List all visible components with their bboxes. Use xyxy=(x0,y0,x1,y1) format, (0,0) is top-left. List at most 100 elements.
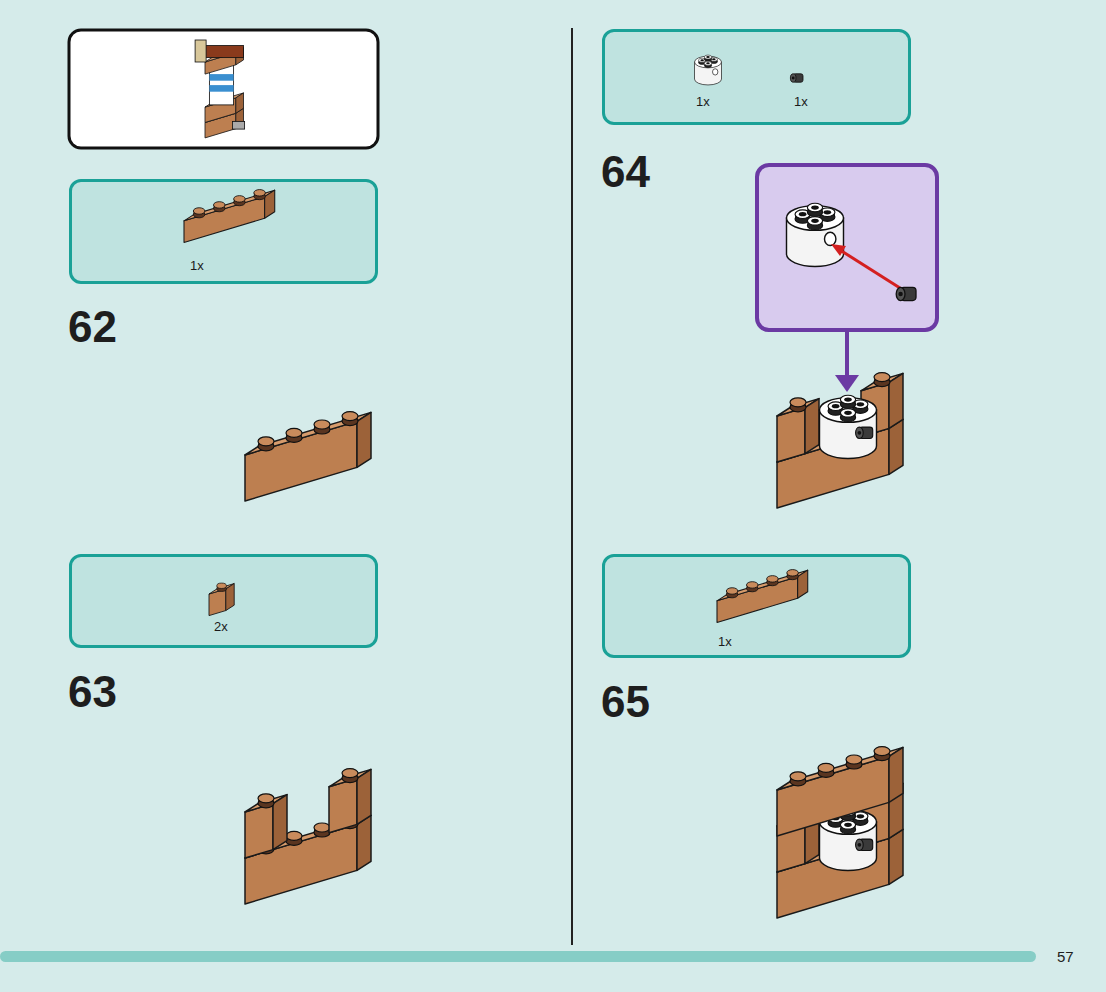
stud-top xyxy=(286,428,302,437)
brick-side xyxy=(265,190,275,218)
round-brick-top xyxy=(787,206,844,231)
stud-hole xyxy=(799,212,807,216)
stud-top xyxy=(840,821,855,830)
stud-top xyxy=(790,398,806,407)
pin-hole xyxy=(898,292,902,296)
stud-top xyxy=(314,823,330,832)
stud-top xyxy=(747,582,759,588)
pin-hole xyxy=(858,431,862,435)
stud-top xyxy=(840,409,855,418)
brick-front xyxy=(245,804,273,858)
callout-arrow xyxy=(845,331,849,382)
preview-beam xyxy=(205,46,244,58)
stud-hole xyxy=(706,62,710,64)
stud-top xyxy=(874,747,890,756)
sub-assembly-callout xyxy=(757,165,937,330)
parts-box: 1x xyxy=(69,179,378,284)
stud-hole xyxy=(844,411,852,415)
brick-side xyxy=(357,412,371,467)
preview-post xyxy=(195,40,206,62)
pin-end xyxy=(896,287,905,300)
lego-piece xyxy=(717,570,808,623)
parts-box-fill xyxy=(604,556,910,657)
brick-side xyxy=(273,795,287,850)
lego-piece xyxy=(209,583,234,616)
brick-front xyxy=(245,421,357,501)
lego-piece xyxy=(896,287,916,300)
brick-side xyxy=(889,373,903,428)
brick-top xyxy=(717,570,808,601)
stud-hole xyxy=(832,404,840,408)
stud-hole xyxy=(706,56,710,58)
parts-box-fill xyxy=(71,181,377,283)
quantity-label: 1x xyxy=(696,94,710,109)
callout-arrowhead xyxy=(835,375,859,392)
stud-hole xyxy=(844,397,852,401)
lego-piece xyxy=(787,203,844,266)
stud-top xyxy=(787,570,799,576)
stud-top xyxy=(790,772,806,781)
pin-hole xyxy=(713,69,718,75)
lego-piece xyxy=(195,40,245,138)
insert-arrow xyxy=(840,250,900,288)
quantity-label: 1x xyxy=(718,634,732,649)
brick-front xyxy=(717,577,798,623)
stud-hole xyxy=(811,205,819,209)
stud-hole xyxy=(857,814,865,818)
stud-top xyxy=(807,217,822,226)
stud-hole xyxy=(700,59,704,61)
stud-hole xyxy=(811,219,819,223)
stud-top xyxy=(234,196,246,202)
step-number: 63 xyxy=(68,670,117,714)
brick-front xyxy=(777,756,889,836)
stud-top xyxy=(726,588,738,594)
step-number: 65 xyxy=(601,680,650,724)
stud-top xyxy=(254,190,266,196)
stud-top xyxy=(258,794,274,803)
parts-box-fill xyxy=(71,556,377,647)
model-preview-box xyxy=(69,30,378,148)
stud-hole xyxy=(857,402,865,406)
brick-front xyxy=(184,197,265,243)
lego-piece xyxy=(695,55,722,85)
stud-top xyxy=(874,373,890,382)
stud-top xyxy=(840,395,855,404)
brick-front xyxy=(329,778,357,832)
lego-piece xyxy=(856,427,873,438)
quantity-label: 1x xyxy=(190,258,204,273)
pin-end xyxy=(790,74,796,82)
brick-side xyxy=(226,584,234,611)
round-brick-top xyxy=(695,56,722,68)
stud-top xyxy=(217,583,227,588)
step-number: 64 xyxy=(601,150,650,194)
brick-side xyxy=(798,570,808,598)
preview-stripe xyxy=(209,85,233,92)
insert-arrowhead xyxy=(831,244,846,256)
stud-top xyxy=(846,755,862,764)
preview-stripe xyxy=(209,74,233,81)
stud-hole xyxy=(712,58,716,60)
lego-piece xyxy=(856,839,873,850)
brick-front xyxy=(777,408,805,462)
brick-side xyxy=(357,769,371,824)
brick-side xyxy=(889,747,903,802)
stud-hole xyxy=(844,823,852,827)
pin-end xyxy=(856,839,864,850)
stud-top xyxy=(704,61,711,65)
brick-side xyxy=(236,93,244,113)
stud-top xyxy=(704,55,711,59)
stud-top xyxy=(193,208,205,214)
parts-box: 1x1x xyxy=(602,29,911,125)
pin-hole xyxy=(792,77,795,80)
brick-top xyxy=(245,412,371,455)
brick-top xyxy=(777,747,903,790)
brick-side xyxy=(805,399,819,454)
lego-piece xyxy=(820,395,877,458)
stud-hole xyxy=(824,210,832,214)
quantity-label: 2x xyxy=(214,619,228,634)
brick-top xyxy=(184,190,275,221)
pin-hole xyxy=(858,843,862,847)
lego-piece xyxy=(790,74,803,82)
stud-top xyxy=(807,203,822,212)
